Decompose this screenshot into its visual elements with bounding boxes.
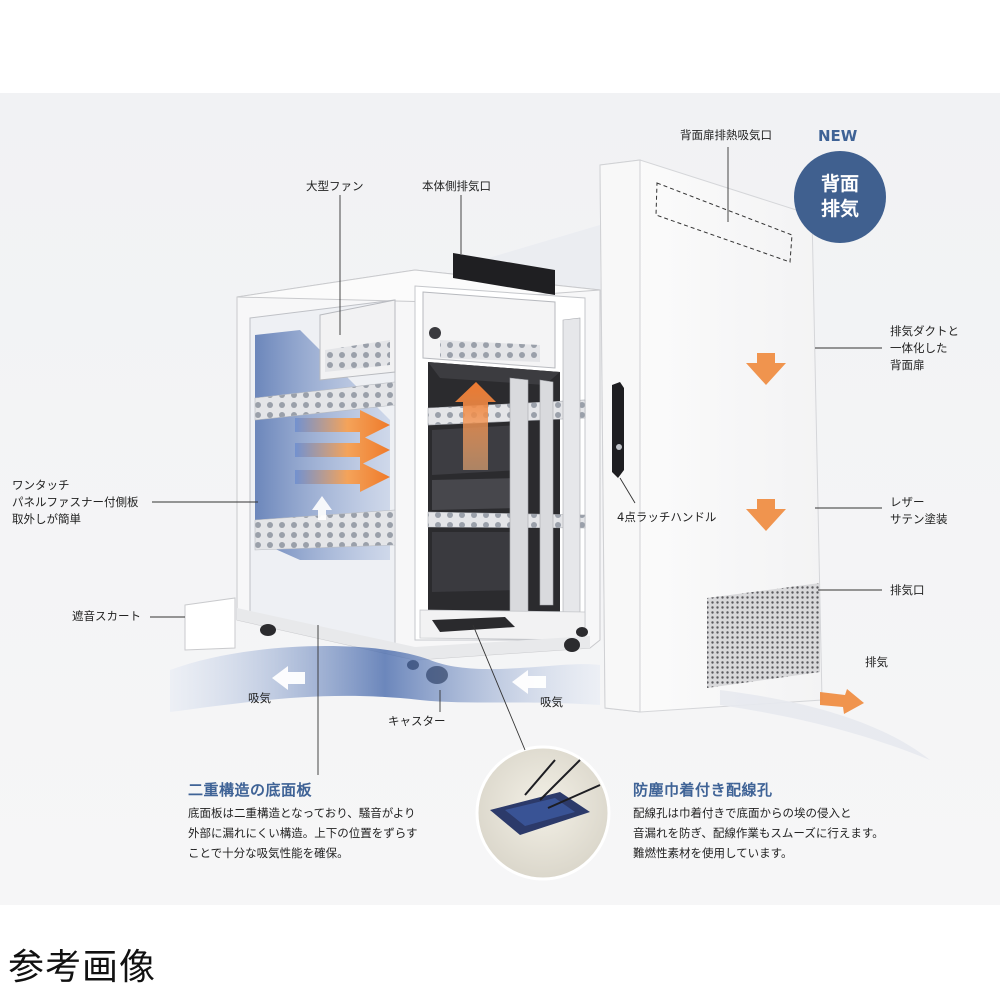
- label-sound-skirt: 遮音スカート: [72, 609, 141, 623]
- heading-cable-hole: 防塵巾着付き配線孔: [633, 781, 773, 799]
- up-arrow: [455, 382, 496, 470]
- label-leather-satin: レザー サテン塗装: [890, 495, 948, 526]
- label-rear-door-vent: 背面扉排熱吸気口: [680, 128, 772, 142]
- label-large-fan: 大型ファン: [306, 179, 364, 193]
- sound-skirt-shape: [184, 597, 236, 651]
- label-intake-left: 吸気: [248, 691, 271, 705]
- rear-exhaust-badge: 背面 排気: [794, 151, 886, 243]
- exhaust-mesh: [707, 583, 820, 688]
- intake-flow: [170, 646, 600, 712]
- new-label: NEW: [818, 127, 858, 145]
- label-latch-handle: 4点ラッチハンドル: [617, 510, 717, 524]
- body-exhaust: [453, 253, 555, 295]
- label-exhaust-duct-door: 排気ダクトと 一体化した 背面扉: [890, 324, 959, 372]
- latch-handle-shape: [612, 382, 624, 478]
- label-caster: キャスター: [388, 714, 446, 728]
- reference-image-caption: 参考画像: [8, 947, 157, 988]
- heading-bottom-plate: 二重構造の底面板: [188, 781, 313, 799]
- cable-hole: [432, 617, 515, 632]
- rear-vent-dashed: [655, 182, 793, 263]
- label-one-touch-panel: ワンタッチ パネルファスナー付側板 取外しが簡単: [12, 478, 139, 526]
- label-intake-right: 吸気: [540, 695, 563, 709]
- door-arrows: [746, 353, 864, 714]
- label-exhaust: 排気: [865, 655, 888, 669]
- desc-bottom-plate: 底面板は二重構造となっており、騒音がより 外部に漏れにくい構造。上下の位置をずら…: [188, 806, 418, 860]
- heat-arrows: [295, 410, 390, 492]
- desc-cable-hole: 配線孔は巾着付きで底面からの埃の侵入と 音漏れを防ぎ、配線作業もスムーズに行えま…: [633, 806, 884, 860]
- label-body-exhaust: 本体側排気口: [422, 179, 491, 193]
- leader-lines: [150, 147, 882, 775]
- label-exhaust-port: 排気口: [890, 583, 925, 597]
